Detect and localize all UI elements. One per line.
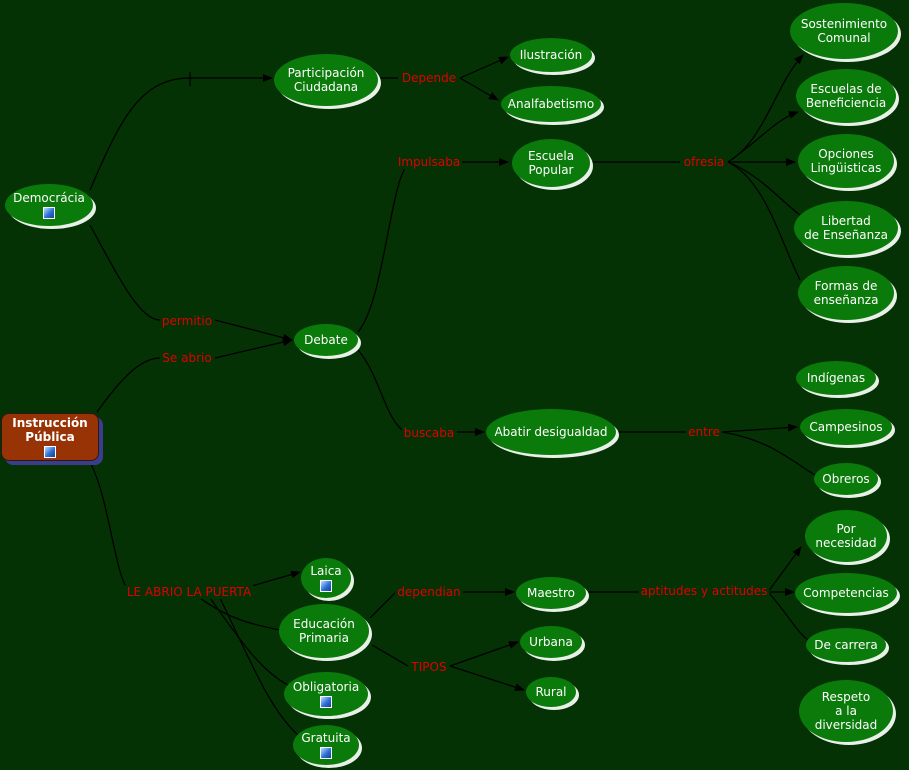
node-maestro-label: Maestro	[526, 586, 576, 600]
conn-seabrio-debate	[214, 338, 293, 359]
conn-tipos-rural	[449, 665, 525, 692]
conn-leabrio-laica	[251, 570, 301, 587]
node-analfabetismo[interactable]: Analfabetismo	[501, 86, 601, 122]
node-educacion-primaria[interactable]: Educación Primaria	[279, 604, 369, 658]
node-ilustracion[interactable]: Ilustración	[510, 38, 592, 72]
conn-democracia-permitio	[89, 224, 161, 321]
link-label-permitio: permitio	[159, 314, 215, 328]
image-icon[interactable]	[320, 696, 332, 708]
node-formas-ensenanza[interactable]: Formas de enseñanza	[798, 266, 894, 320]
node-obligatoria[interactable]: Obligatoria	[284, 672, 368, 716]
image-icon[interactable]	[43, 207, 55, 219]
conn-leabrio-obligatoria	[209, 597, 289, 686]
link-label-tipos: TIPOS	[409, 660, 449, 674]
node-escuela-popular[interactable]: Escuela Popular	[512, 139, 590, 187]
node-de-carrera[interactable]: De carrera	[806, 628, 886, 662]
link-label-ofresia: ofresia	[681, 155, 727, 169]
node-campesinos[interactable]: Campesinos	[800, 409, 892, 445]
node-laica-label: Laica	[310, 564, 342, 578]
conn-permitio-debate	[214, 319, 293, 342]
node-debate-label: Debate	[304, 333, 348, 347]
node-instruccion-publica[interactable]: Instrucción Pública	[1, 413, 99, 461]
node-laica[interactable]: Laica	[301, 558, 351, 598]
conn-aptitudes-pornecesidad	[767, 546, 802, 593]
node-de-carrera-label: De carrera	[814, 638, 878, 652]
image-icon[interactable]	[320, 580, 332, 592]
node-ilustracion-label: Ilustración	[519, 48, 583, 62]
link-label-se-abrio: Se abrio	[160, 351, 214, 365]
node-democracia[interactable]: Democrácia	[5, 184, 93, 226]
conn-ofresia-sostenimiento	[727, 54, 804, 163]
conn-depende-analfabetismo	[459, 77, 499, 101]
node-libertad-label: Libertad de Enseñanza	[804, 214, 888, 242]
node-obligatoria-label: Obligatoria	[292, 680, 360, 694]
node-competencias[interactable]: Competencias	[795, 573, 897, 613]
link-label-impulsaba: Impulsaba	[395, 155, 463, 169]
conn-ofresia-beneficiencia	[727, 111, 799, 163]
node-escuela-popular-label: Escuela Popular	[527, 149, 575, 177]
node-educacion-primaria-label: Educación Primaria	[293, 617, 355, 645]
conn-tipos-urbana	[449, 641, 519, 667]
node-opciones-label: Opciones Lingüisticas	[810, 147, 882, 175]
conn-ofresia-libertad	[727, 161, 801, 216]
node-urbana-label: Urbana	[529, 635, 573, 649]
node-gratuita[interactable]: Gratuita	[293, 725, 359, 765]
node-formas-label: Formas de enseñanza	[813, 279, 879, 307]
node-sostenimiento-label: Sostenimiento Comunal	[800, 17, 888, 45]
node-obreros-label: Obreros	[822, 472, 870, 486]
link-label-aptitudes: aptitudes y actitudes	[638, 584, 770, 598]
conn-depende-ilustracion	[459, 56, 509, 79]
image-icon[interactable]	[44, 446, 56, 458]
conn-debate-buscaba	[357, 349, 406, 433]
node-urbana[interactable]: Urbana	[520, 626, 582, 658]
node-respeto-label: Respeto a la diversidad	[814, 690, 878, 732]
node-rural[interactable]: Rural	[526, 677, 576, 707]
image-icon[interactable]	[320, 747, 332, 759]
node-abatir-desigualdad[interactable]: Abatir desigualdad	[486, 409, 616, 455]
conn-instruccion-leabrio	[89, 461, 131, 593]
link-label-depende: Depende	[399, 71, 459, 85]
node-instruccion-label: Instrucción Pública	[12, 416, 88, 444]
node-analfabetismo-label: Analfabetismo	[507, 97, 595, 111]
node-competencias-label: Competencias	[803, 586, 889, 600]
conn-leabrio-gratuita	[219, 597, 299, 736]
node-indigenas-label: Indígenas	[806, 371, 866, 385]
conn-instruccion-seabrio	[96, 357, 161, 413]
link-label-dependian: dependian	[395, 585, 463, 599]
conn-debate-impulsaba	[357, 161, 411, 333]
node-respeto-diversidad[interactable]: Respeto a la diversidad	[799, 680, 893, 742]
conn-ofresia-formas	[727, 161, 801, 281]
node-participacion-label: Participación Ciudadana	[287, 66, 365, 94]
node-por-necesidad[interactable]: Por necesidad	[805, 510, 887, 562]
node-indigenas[interactable]: Indígenas	[796, 361, 876, 395]
node-abatir-label: Abatir desigualdad	[494, 425, 608, 439]
node-maestro[interactable]: Maestro	[516, 577, 586, 609]
conn-aptitudes-decarrera	[767, 591, 809, 641]
node-libertad-ensenanza[interactable]: Libertad de Enseñanza	[794, 201, 898, 255]
link-label-entre: entre	[686, 425, 722, 439]
node-escuelas-beneficiencia-label: Escuelas de Beneficiencia	[805, 82, 887, 110]
conn-educacion-tipos	[371, 644, 409, 667]
link-label-buscaba: buscaba	[401, 426, 457, 440]
conn-leabrio-educacion	[199, 597, 281, 631]
conn-entre-campesinos	[721, 423, 798, 433]
conn-educacion-dependian	[369, 591, 397, 619]
link-label-le-abrio: LE ABRIO LA PUERTA	[124, 585, 254, 599]
node-sostenimiento-comunal[interactable]: Sostenimiento Comunal	[790, 3, 898, 59]
conn-entre-obreros	[721, 431, 816, 476]
node-escuelas-beneficiencia[interactable]: Escuelas de Beneficiencia	[796, 69, 896, 123]
node-campesinos-label: Campesinos	[809, 420, 883, 434]
node-por-necesidad-label: Por necesidad	[815, 522, 877, 550]
node-opciones-linguisticas[interactable]: Opciones Lingüisticas	[798, 134, 894, 188]
node-obreros[interactable]: Obreros	[814, 463, 878, 495]
node-participacion-ciudadana[interactable]: Participación Ciudadana	[274, 54, 378, 106]
node-debate[interactable]: Debate	[294, 324, 358, 356]
node-gratuita-label: Gratuita	[301, 731, 351, 745]
node-rural-label: Rural	[535, 685, 567, 699]
conn-democracia-participacion	[89, 74, 273, 191]
node-democracia-label: Democrácia	[13, 191, 85, 205]
